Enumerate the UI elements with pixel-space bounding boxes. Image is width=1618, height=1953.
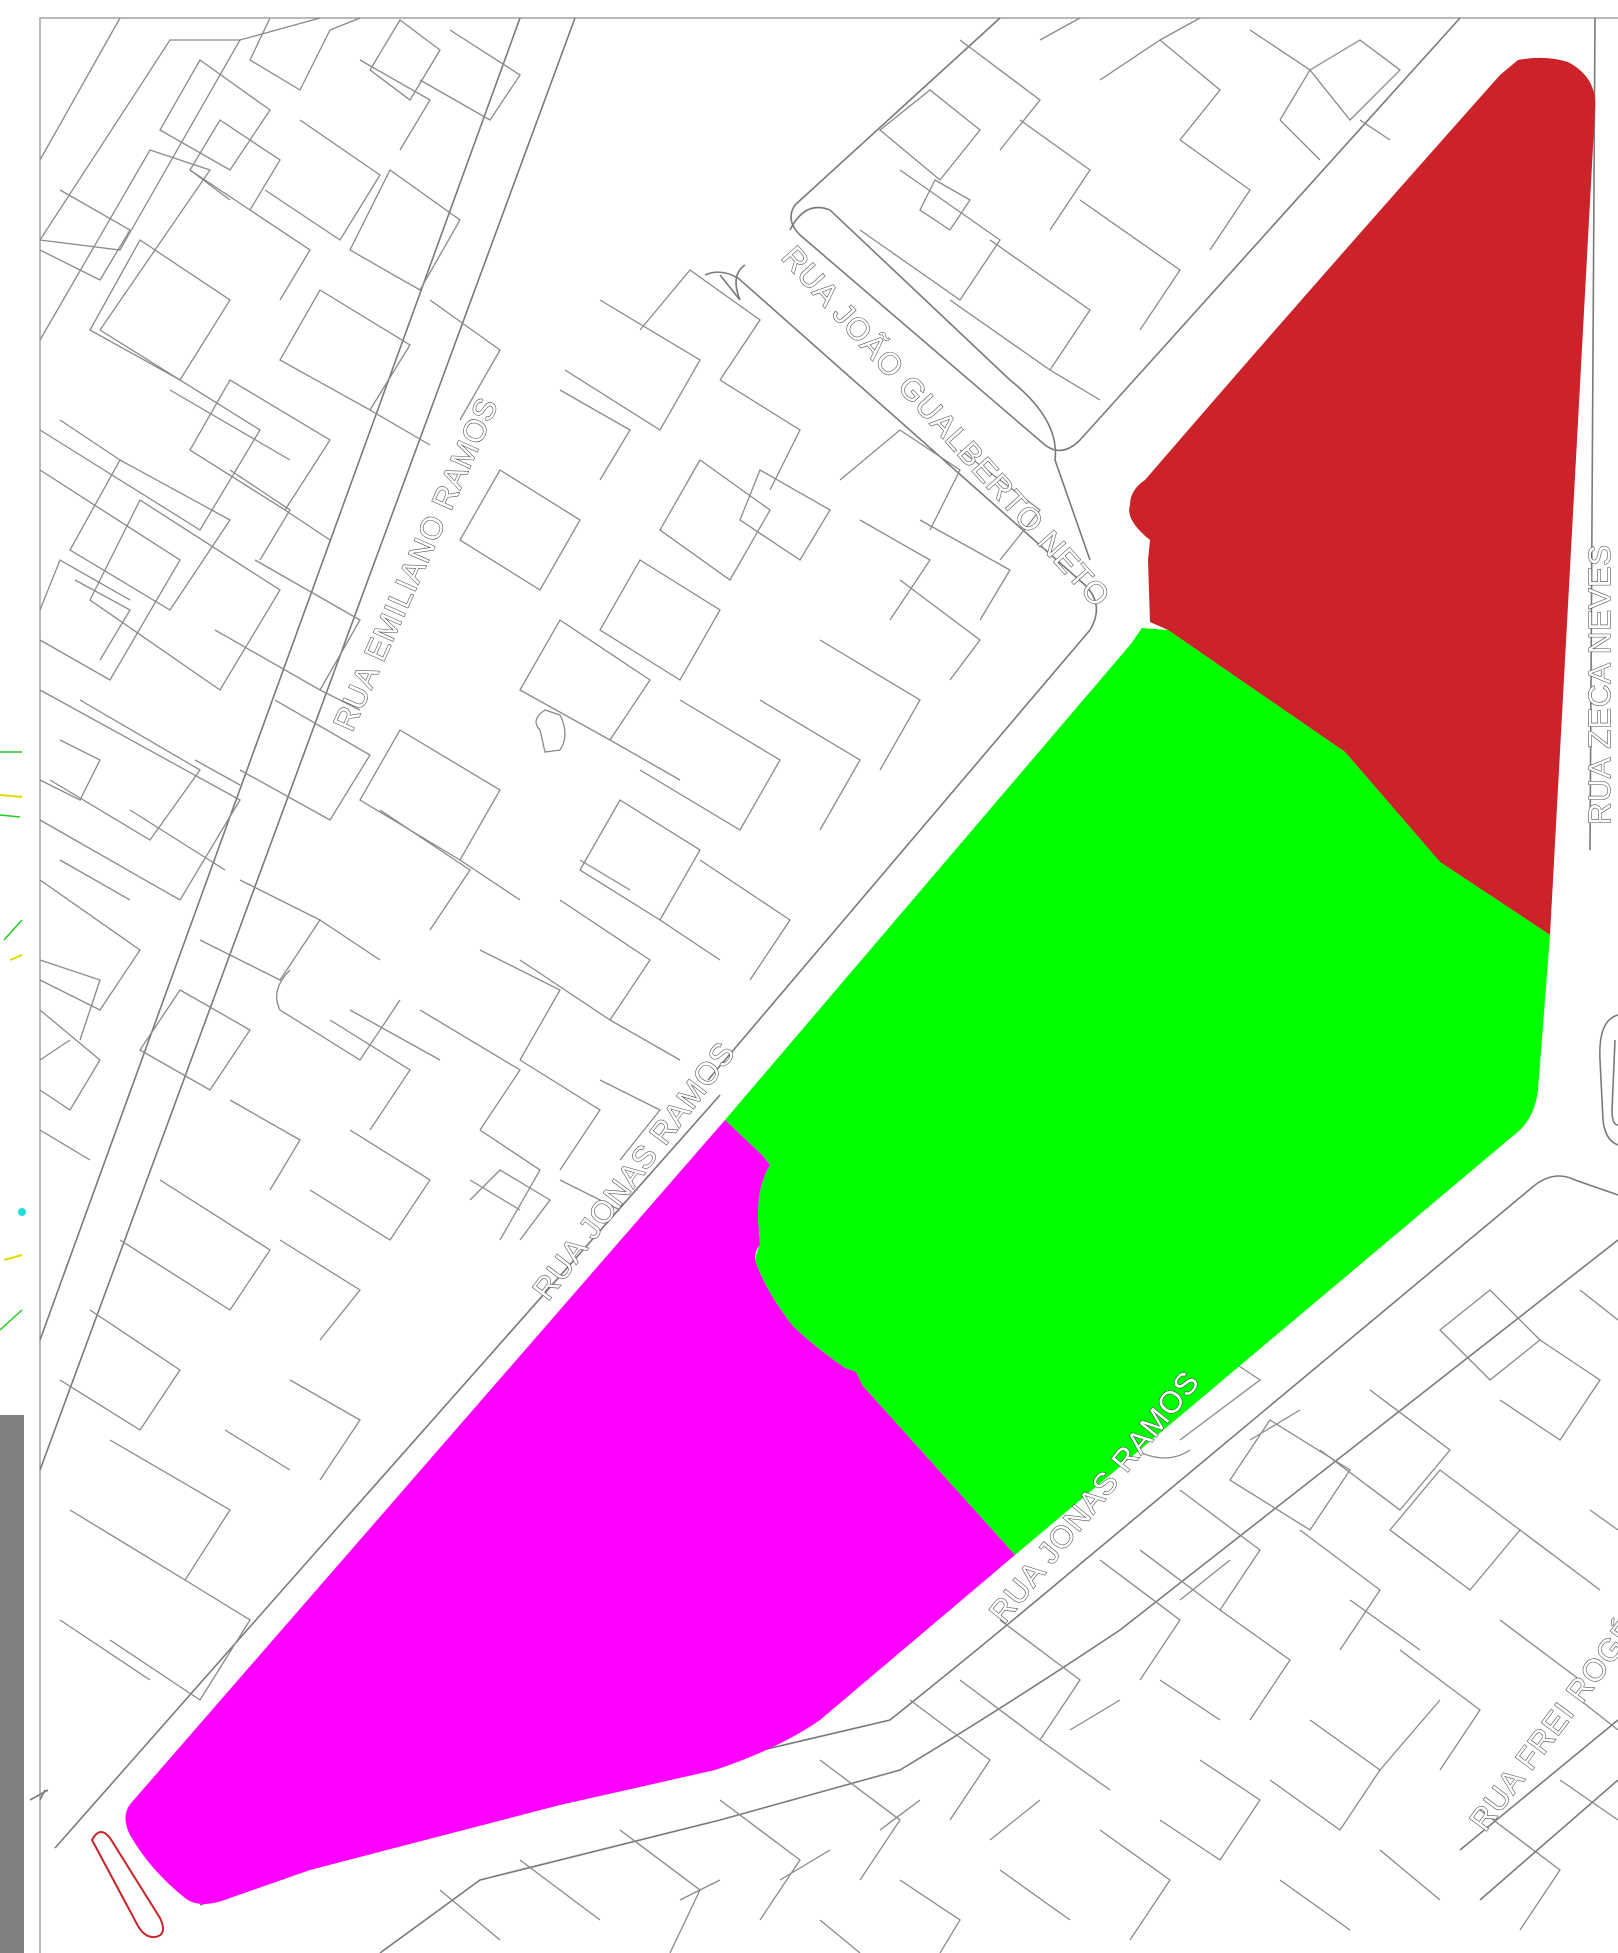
- parcel-lines: [39, 17, 1618, 1953]
- red-outline-marker: [90, 1831, 165, 1939]
- gray-sidebar-bar: [0, 1415, 24, 1953]
- green-zone: [725, 628, 1550, 1555]
- left-legend-strip: [0, 751, 26, 1953]
- street-label-rua-zeca-neves: RUA ZECA NEVES: [1582, 544, 1617, 825]
- red-zone: [1129, 57, 1596, 935]
- magenta-zone: [125, 1120, 1016, 1904]
- highlighted-zones: [125, 57, 1596, 1904]
